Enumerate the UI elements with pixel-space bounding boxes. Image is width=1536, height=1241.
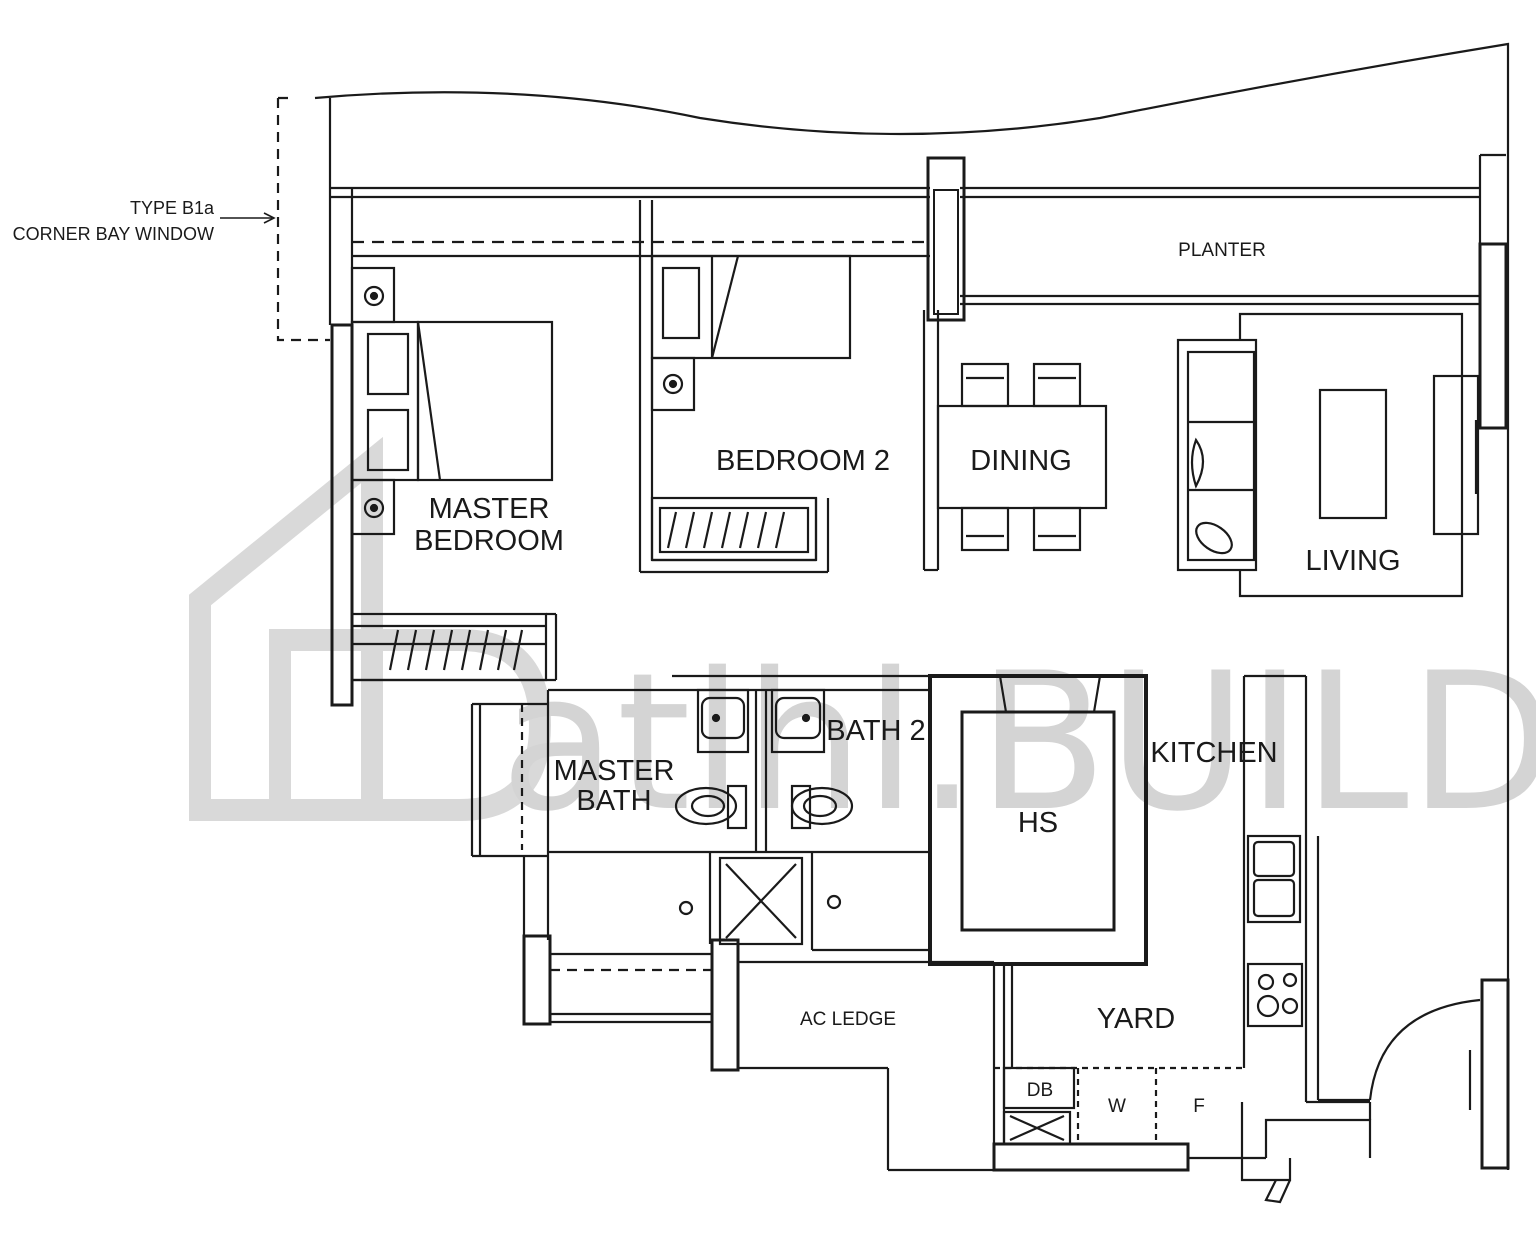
w-label: W — [1108, 1096, 1126, 1117]
dining-label: DINING — [970, 445, 1072, 477]
master-bedroom-label-line1: MASTER — [429, 493, 550, 525]
note-type-b1a: TYPE B1a — [130, 198, 215, 218]
bay-window-outline — [276, 96, 330, 342]
yard-label: YARD — [1097, 1003, 1175, 1035]
bath2-vanity — [770, 688, 826, 754]
column-ac-left — [522, 934, 552, 1026]
master-bedroom-label-line2: BEDROOM — [414, 525, 564, 557]
db-box — [1002, 1066, 1076, 1110]
master-bed — [416, 320, 554, 482]
master-bath-label-line2: BATH — [576, 785, 651, 817]
entrance-door-swing — [1368, 998, 1481, 1101]
hs-label: HS — [1018, 807, 1058, 839]
column-top-middle — [926, 156, 966, 322]
planter-label: PLANTER — [1178, 240, 1266, 261]
column-ac-mid — [710, 938, 740, 1072]
watermark-text: atlhl.BUILD — [500, 632, 1536, 853]
db-label: DB — [1027, 1080, 1053, 1101]
column-right-top — [1478, 242, 1508, 430]
living-label: LIVING — [1305, 545, 1400, 577]
tv-console — [1432, 374, 1480, 536]
sofa — [1176, 338, 1258, 572]
bedroom2-wardrobe — [650, 496, 818, 562]
bedroom2-label: BEDROOM 2 — [716, 445, 890, 477]
master-bath-vanity — [696, 688, 750, 754]
kitchen-sink — [1246, 834, 1302, 924]
shower — [718, 856, 804, 946]
dining-table — [936, 404, 1108, 510]
site-boundary-curve — [314, 42, 1510, 1170]
column-right-bottom — [1480, 978, 1510, 1170]
kitchen-hob — [1246, 962, 1304, 1028]
bedroom2-bed — [650, 254, 852, 360]
ac-ledge-label: AC LEDGE — [800, 1009, 896, 1030]
bath2-label: BATH 2 — [826, 715, 925, 747]
note-corner-bay-window: CORNER BAY WINDOW — [13, 224, 214, 244]
master-bath-label-line1: MASTER — [554, 755, 675, 787]
column-yard-bottom — [992, 1142, 1190, 1172]
kitchen-label: KITCHEN — [1150, 737, 1277, 769]
plan-lines — [220, 42, 1510, 1204]
coffee-table — [1318, 388, 1388, 520]
f-label: F — [1193, 1096, 1205, 1117]
household-shelter — [928, 674, 1148, 966]
